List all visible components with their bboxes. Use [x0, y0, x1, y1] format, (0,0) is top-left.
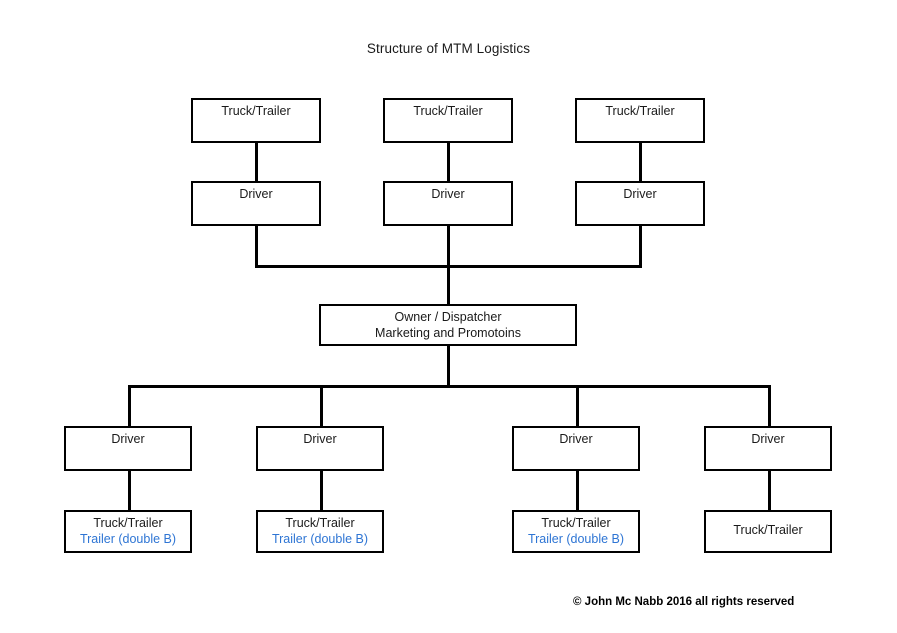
- node-label: Driver: [303, 432, 337, 446]
- node-top-driver-2-content: Driver: [385, 183, 511, 202]
- edge-bottom-driver-2-to-truck-2: [320, 471, 323, 510]
- edge-bottom-driver-1-to-truck-1: [128, 471, 131, 510]
- edge-lower-drop-1: [128, 385, 131, 426]
- node-bottom-truck-1-content: Truck/Trailer Trailer (double B): [66, 512, 190, 547]
- node-bottom-driver-4-content: Driver: [706, 428, 830, 447]
- node-owner-dispatcher-content: Owner / Dispatcher Marketing and Promoto…: [321, 306, 575, 341]
- node-bottom-driver-3[interactable]: Driver: [512, 426, 640, 471]
- node-top-driver-1[interactable]: Driver: [191, 181, 321, 226]
- node-label: Driver: [239, 187, 273, 201]
- node-label: Driver: [559, 432, 593, 446]
- node-bottom-truck-4-content: Truck/Trailer: [706, 512, 830, 538]
- node-bottom-driver-2[interactable]: Driver: [256, 426, 384, 471]
- edge-top-driver-1-drop: [255, 226, 258, 268]
- node-top-driver-2[interactable]: Driver: [383, 181, 513, 226]
- node-bottom-truck-2-content: Truck/Trailer Trailer (double B): [258, 512, 382, 547]
- node-label: Truck/Trailer: [221, 104, 291, 118]
- node-label: Driver: [751, 432, 785, 446]
- edge-top-driver-3-drop: [639, 226, 642, 268]
- edge-top-driver-2-drop: [447, 226, 450, 268]
- node-label: Truck/Trailer: [605, 104, 675, 118]
- node-label: Truck/Trailer: [413, 104, 483, 118]
- node-label-trailer: Trailer (double B): [527, 532, 625, 546]
- edge-top-truck-1-to-driver-1: [255, 143, 258, 181]
- node-bottom-driver-1[interactable]: Driver: [64, 426, 192, 471]
- node-top-truck-1-content: Truck/Trailer: [193, 100, 319, 119]
- node-bottom-truck-2[interactable]: Truck/Trailer Trailer (double B): [256, 510, 384, 553]
- edge-bottom-driver-4-to-truck-4: [768, 471, 771, 510]
- node-label: Driver: [111, 432, 145, 446]
- node-label: Driver: [431, 187, 465, 201]
- node-owner-dispatcher[interactable]: Owner / Dispatcher Marketing and Promoto…: [319, 304, 577, 346]
- node-bottom-driver-4[interactable]: Driver: [704, 426, 832, 471]
- node-bottom-driver-3-content: Driver: [514, 428, 638, 447]
- node-label-primary: Owner / Dispatcher: [394, 310, 502, 324]
- edge-top-truck-2-to-driver-2: [447, 143, 450, 181]
- node-top-driver-3-content: Driver: [577, 183, 703, 202]
- node-label-trailer: Trailer (double B): [271, 532, 369, 546]
- edge-bus-to-owner: [447, 265, 450, 304]
- node-bottom-truck-1[interactable]: Truck/Trailer Trailer (double B): [64, 510, 192, 553]
- node-label-trailer: Trailer (double B): [79, 532, 177, 546]
- node-top-truck-1[interactable]: Truck/Trailer: [191, 98, 321, 143]
- edge-bottom-driver-3-to-truck-3: [576, 471, 579, 510]
- page-title: Structure of MTM Logistics: [366, 41, 531, 56]
- edge-lower-drop-4: [768, 385, 771, 426]
- node-top-truck-2-content: Truck/Trailer: [385, 100, 511, 119]
- node-bottom-truck-3-content: Truck/Trailer Trailer (double B): [514, 512, 638, 547]
- node-bottom-driver-1-content: Driver: [66, 428, 190, 447]
- edge-owner-drop: [447, 346, 450, 387]
- edge-top-truck-3-to-driver-3: [639, 143, 642, 181]
- node-label-primary: Truck/Trailer: [541, 516, 611, 530]
- edge-lower-drop-2: [320, 385, 323, 426]
- node-top-driver-3[interactable]: Driver: [575, 181, 705, 226]
- edge-lower-drop-3: [576, 385, 579, 426]
- copyright-notice: © John Mc Nabb 2016 all rights reserved: [573, 596, 795, 608]
- node-top-truck-3[interactable]: Truck/Trailer: [575, 98, 705, 143]
- node-label-secondary: Marketing and Promotoins: [375, 326, 521, 340]
- node-top-truck-3-content: Truck/Trailer: [577, 100, 703, 119]
- node-bottom-driver-2-content: Driver: [258, 428, 382, 447]
- node-label-primary: Truck/Trailer: [285, 516, 355, 530]
- node-label: Driver: [623, 187, 657, 201]
- node-bottom-truck-4[interactable]: Truck/Trailer: [704, 510, 832, 553]
- edge-lower-bus: [128, 385, 771, 388]
- node-top-driver-1-content: Driver: [193, 183, 319, 202]
- node-label-primary: Truck/Trailer: [93, 516, 163, 530]
- node-label-primary: Truck/Trailer: [733, 523, 803, 537]
- node-top-truck-2[interactable]: Truck/Trailer: [383, 98, 513, 143]
- node-bottom-truck-3[interactable]: Truck/Trailer Trailer (double B): [512, 510, 640, 553]
